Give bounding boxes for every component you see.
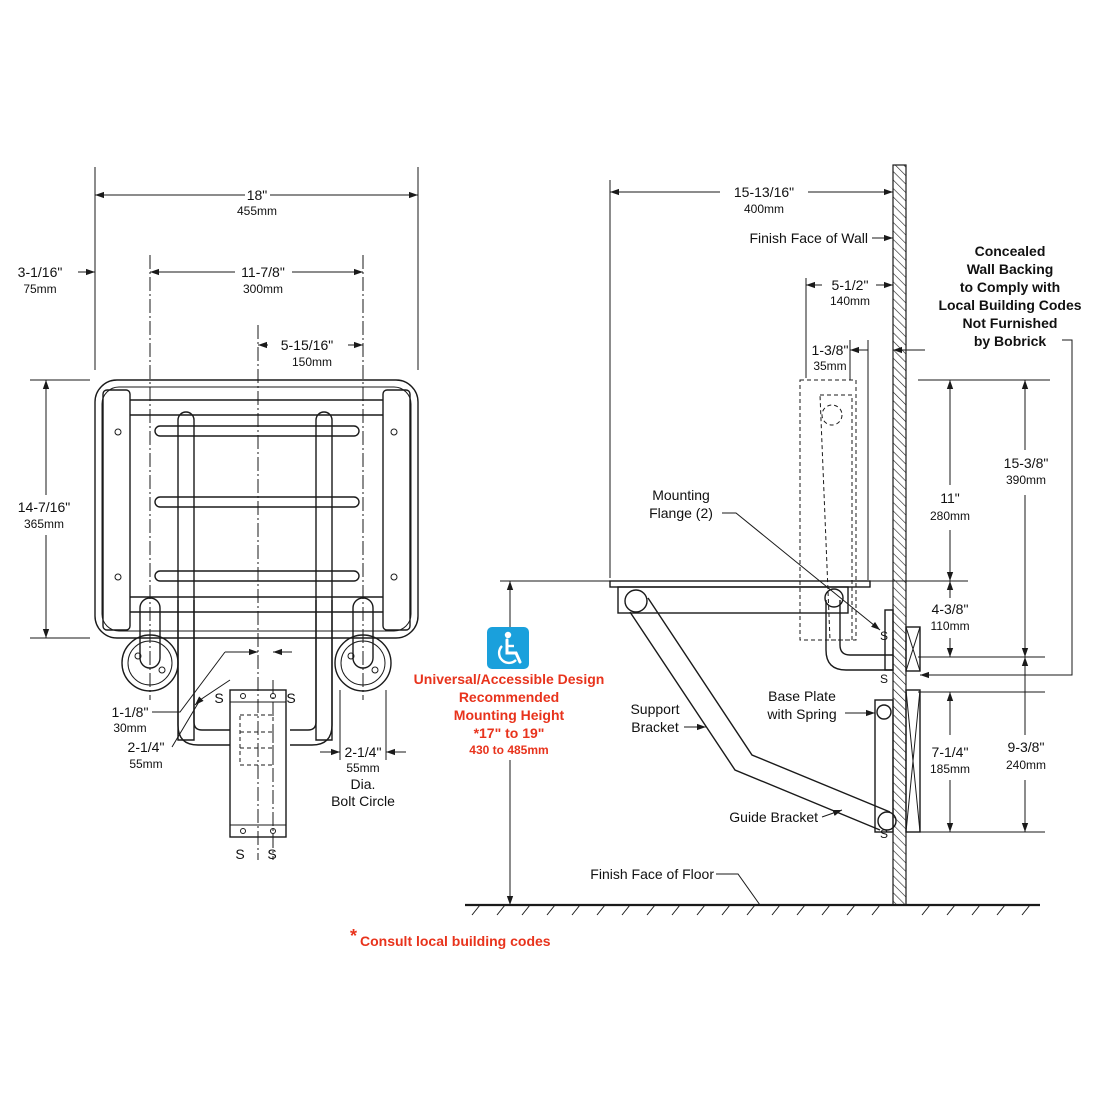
- flange-thickness-label: 1-3/8": [812, 342, 849, 358]
- side-offset-mm: 75mm: [23, 282, 56, 296]
- footnote-text: Consult local building codes: [360, 933, 551, 949]
- concealed-backing-label: Local Building Codes: [938, 297, 1081, 313]
- side-offset-label: 3-1/16": [18, 264, 63, 280]
- flange-depth-label: 5-1/2": [832, 277, 869, 293]
- screw-mark: S: [880, 827, 888, 841]
- support-bracket-label: Support: [630, 701, 679, 717]
- center-offset-label: 5-15/16": [281, 337, 333, 353]
- bolt-circle-left-mm: 55mm: [129, 757, 162, 771]
- accessible-line: Universal/Accessible Design: [414, 671, 605, 687]
- footnote-star: *: [350, 926, 357, 946]
- wheelchair-icon: [487, 627, 529, 669]
- concealed-backing-label: Concealed: [975, 243, 1046, 259]
- total-height-label: 15-3/8": [1004, 455, 1049, 471]
- width-label: 18": [247, 187, 268, 203]
- flange-offset-label: 1-1/8": [112, 704, 149, 720]
- overall-depth-mm: 400mm: [744, 202, 784, 216]
- flange-height-mm: 110mm: [930, 619, 969, 633]
- flange-offset-mm: 30mm: [113, 721, 146, 735]
- width-mm: 455mm: [237, 204, 277, 218]
- screw-mark: S: [235, 846, 244, 862]
- finish-face-wall-label: Finish Face of Wall: [749, 230, 868, 246]
- screw-mark: S: [880, 672, 888, 686]
- total-height-mm: 390mm: [1006, 473, 1046, 487]
- footnote: * Consult local building codes: [350, 926, 551, 949]
- accessible-line: Recommended: [459, 689, 559, 705]
- front-view: [30, 167, 419, 860]
- mounting-flange-label: Flange (2): [649, 505, 713, 521]
- accessible-line: Mounting Height: [454, 707, 565, 723]
- mounting-flange-label: Mounting: [652, 487, 710, 503]
- concealed-backing-label: Wall Backing: [967, 261, 1054, 277]
- concealed-backing-label: Not Furnished: [963, 315, 1058, 331]
- lower-height-mm: 185mm: [930, 762, 970, 776]
- bolt-circle-label: Bolt Circle: [331, 793, 395, 809]
- flange-height-label: 4-3/8": [932, 601, 969, 617]
- dia-label: Dia.: [351, 776, 376, 792]
- base-plate-label: with Spring: [766, 706, 836, 722]
- upper-height-label: 11": [940, 490, 960, 506]
- upper-height-mm: 280mm: [930, 509, 970, 523]
- bolt-spacing-label: 11-7/8": [241, 264, 285, 280]
- mounting-height-mm: 430 to 485mm: [469, 743, 548, 757]
- front-view-labels: 18" 455mm 11-7/8" 300mm 5-15/16" 150mm 3…: [18, 187, 395, 862]
- screw-mark: S: [267, 846, 276, 862]
- flange-thickness-mm: 35mm: [813, 359, 846, 373]
- guide-bracket-label: Guide Bracket: [729, 809, 818, 825]
- support-bracket-label: Bracket: [631, 719, 679, 735]
- bolt-spacing-mm: 300mm: [243, 282, 283, 296]
- bolt-circle-right-mm: 55mm: [346, 761, 379, 775]
- base-height-mm: 240mm: [1006, 758, 1046, 772]
- overall-depth-label: 15-13/16": [734, 184, 794, 200]
- seat-depth-label: 14-7/16": [18, 499, 70, 515]
- center-offset-mm: 150mm: [292, 355, 332, 369]
- screw-mark: S: [214, 690, 223, 706]
- lower-height-label: 7-1/4": [932, 744, 969, 760]
- concealed-backing-label: by Bobrick: [974, 333, 1047, 349]
- concealed-backing-label: to Comply with: [960, 279, 1060, 295]
- screw-mark: S: [880, 629, 888, 643]
- seat-depth-mm: 365mm: [24, 517, 64, 531]
- base-height-label: 9-3/8": [1008, 739, 1045, 755]
- side-view-labels: 15-13/16" 400mm Finish Face of Wall 5-1/…: [590, 184, 1081, 882]
- screw-mark: S: [286, 690, 295, 706]
- bolt-circle-right-label: 2-1/4": [345, 744, 382, 760]
- flange-depth-mm: 140mm: [830, 294, 870, 308]
- mounting-height-in: *17" to 19": [474, 725, 545, 741]
- bolt-circle-left-label: 2-1/4": [128, 739, 165, 755]
- accessible-note: Universal/Accessible Design Recommended …: [414, 627, 605, 757]
- side-view: S S S: [465, 164, 1073, 916]
- finish-face-floor-label: Finish Face of Floor: [590, 866, 714, 882]
- base-plate-label: Base Plate: [768, 688, 836, 704]
